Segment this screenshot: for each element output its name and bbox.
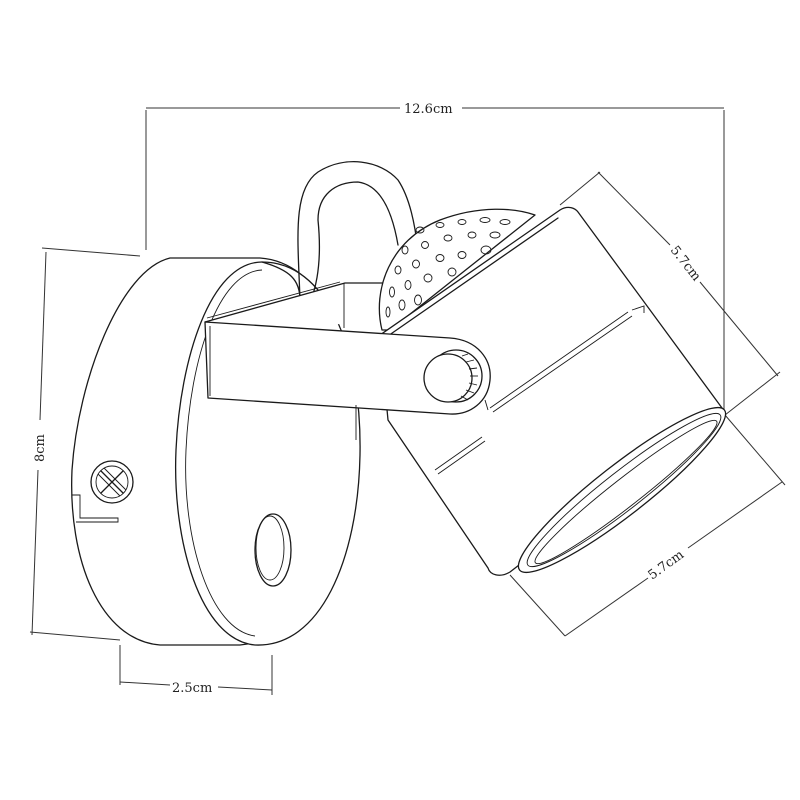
mounting-screw bbox=[90, 460, 134, 504]
pivot-knob-icon bbox=[423, 349, 483, 403]
width-total-label: 12.6cm bbox=[404, 102, 453, 117]
bracket-arm bbox=[204, 321, 491, 440]
dimension-base-depth: 2.5cm bbox=[119, 645, 273, 696]
head-length-label: 5.7cm bbox=[667, 243, 704, 284]
cable-loop bbox=[261, 161, 419, 321]
lens-ring bbox=[517, 406, 727, 574]
dimension-height-total: 8cm bbox=[29, 247, 141, 641]
base-depth-label: 2.5cm bbox=[172, 681, 212, 696]
height-total-label: 8cm bbox=[33, 434, 48, 462]
perforated-dome bbox=[378, 208, 536, 331]
dimension-width-total: 12.6cm bbox=[145, 102, 725, 415]
switch-button-icon bbox=[254, 513, 292, 587]
head-diameter-label: 5.7cm bbox=[646, 547, 687, 583]
